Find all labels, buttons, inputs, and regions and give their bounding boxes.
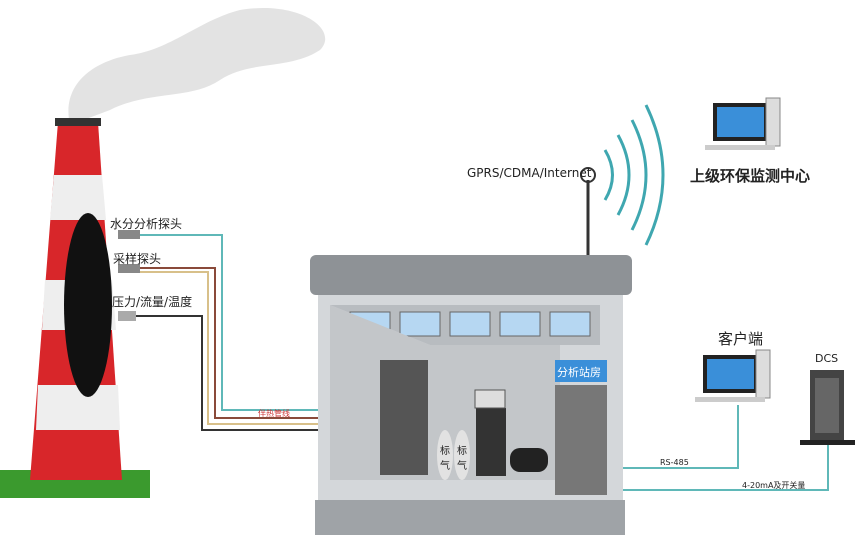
smoke xyxy=(68,8,326,125)
signal-waves-icon xyxy=(603,104,665,246)
rs485-line xyxy=(616,405,739,469)
analysis-station xyxy=(310,255,632,535)
sample-probe-line xyxy=(130,267,325,419)
water-probe-line xyxy=(125,234,325,411)
station-sign: 分析站房 xyxy=(557,366,601,379)
gas-cylinder-label-2: 标气 xyxy=(457,446,467,472)
heat-line xyxy=(130,271,325,425)
analog-line xyxy=(616,440,829,491)
client-label: 客户端 xyxy=(718,330,764,348)
rs485-label: RS-485 xyxy=(660,458,689,467)
gas-cylinder-label-1: 标气 xyxy=(440,446,450,472)
center-label: 上级环保监测中心 xyxy=(690,167,811,185)
probe-water-label: 水分分析探头 xyxy=(110,217,183,231)
probe-ptf-label: 压力/流量/温度 xyxy=(112,295,193,309)
ptf-probe-line xyxy=(128,315,325,431)
dcs-label: DCS xyxy=(815,352,839,365)
probe-sample-label: 采样探头 xyxy=(113,252,162,266)
dcs-server-icon xyxy=(800,370,855,445)
monitor-center-computer-icon xyxy=(705,97,781,150)
network-label: GPRS/CDMA/Internet xyxy=(467,166,592,180)
chimney xyxy=(30,118,122,480)
analog-label: 4-20mA及开关量 xyxy=(742,481,806,490)
heat-pipe-label: 伴热管线 xyxy=(258,409,290,418)
client-computer-icon xyxy=(695,349,771,402)
